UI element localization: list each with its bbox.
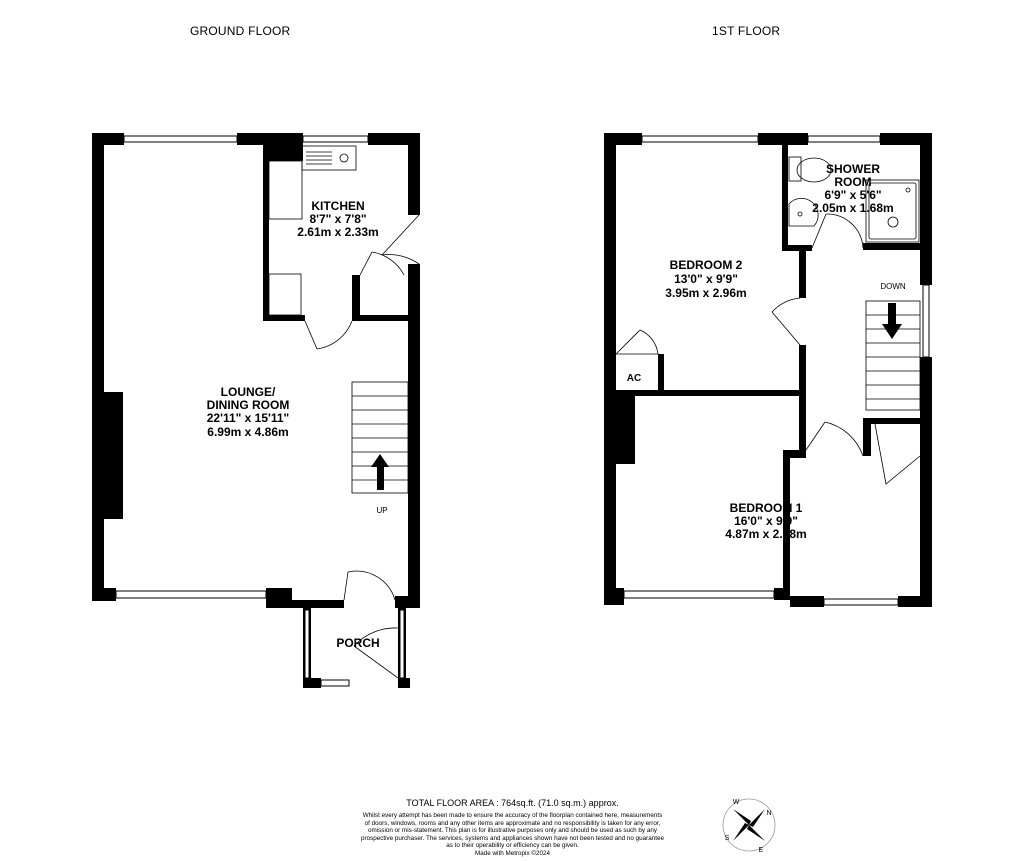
shower-metric: 2.05m x 1.68m bbox=[812, 201, 893, 215]
disclaimer: Whilst every attempt has been made to en… bbox=[330, 812, 695, 858]
bedroom1-label: BEDROOM 1 16'0" x 9'9" 4.87m x 2.98m bbox=[725, 501, 806, 541]
bedroom2-name: BEDROOM 2 bbox=[670, 258, 743, 272]
shower-name-line2: ROOM bbox=[834, 175, 871, 189]
compass-east: E bbox=[759, 847, 764, 854]
footer: TOTAL FLOOR AREA : 764sq.ft. (71.0 sq.m.… bbox=[330, 798, 695, 858]
floor-plan: KITCHEN 8'7" x 7'8" 2.61m x 2.33m LOUNGE… bbox=[92, 133, 932, 688]
compass-south: S bbox=[725, 835, 730, 842]
ground-floor-plan bbox=[92, 133, 420, 688]
disclaimer-line: as to their operability or efficiency ca… bbox=[446, 842, 579, 850]
compass-north: N bbox=[766, 810, 771, 817]
disclaimer-line: Whilst every attempt has been made to en… bbox=[362, 812, 663, 819]
first-floor-walls bbox=[604, 133, 932, 607]
airing-cupboard-label: AC bbox=[627, 373, 641, 384]
kitchen-metric: 2.61m x 2.33m bbox=[297, 225, 378, 239]
lounge-name-line1: LOUNGE/ bbox=[221, 385, 276, 399]
bedroom2-metric: 3.95m x 2.96m bbox=[665, 286, 746, 300]
shower-room-label: SHOWER ROOM 6'9" x 5'6" 2.05m x 1.68m bbox=[812, 162, 893, 215]
made-with-credit: Made with Metropix ©2024 bbox=[475, 849, 550, 857]
first-floor-doors bbox=[615, 213, 921, 588]
shower-name-line1: SHOWER bbox=[826, 162, 880, 176]
ground-floor-windows bbox=[115, 135, 405, 687]
lounge-imperial: 22'11" x 15'11" bbox=[207, 411, 290, 425]
stairs-up-label: UP bbox=[376, 506, 387, 515]
disclaimer-line: prospective purchaser. The services, sys… bbox=[360, 834, 665, 842]
kitchen-imperial: 8'7" x 7'8" bbox=[309, 212, 366, 226]
porch-name: PORCH bbox=[336, 636, 379, 650]
bedroom1-imperial: 16'0" x 9'9" bbox=[734, 514, 798, 528]
ground-floor-walls bbox=[92, 133, 420, 688]
disclaimer-line: of doors, windows, rooms and any other i… bbox=[364, 819, 661, 827]
bedroom2-label: BEDROOM 2 13'0" x 9'9" 3.95m x 2.96m bbox=[665, 258, 746, 300]
lounge-metric: 6.99m x 4.86m bbox=[207, 425, 288, 439]
kitchen-label: KITCHEN 8'7" x 7'8" 2.61m x 2.33m bbox=[297, 199, 378, 239]
lounge-name-line2: DINING ROOM bbox=[207, 398, 290, 412]
bedroom1-name: BEDROOM 1 bbox=[730, 501, 803, 515]
first-floor-plan bbox=[604, 133, 932, 607]
first-floor-windows bbox=[623, 135, 930, 606]
ground-floor-title: GROUND FLOOR bbox=[190, 24, 291, 38]
kitchen-name: KITCHEN bbox=[311, 199, 364, 213]
compass-west: W bbox=[733, 799, 740, 806]
ground-floor-doors bbox=[304, 214, 420, 679]
stairs-up-arrow-icon bbox=[371, 454, 389, 490]
bedroom2-imperial: 13'0" x 9'9" bbox=[674, 272, 738, 286]
stairs-down-label: DOWN bbox=[880, 282, 906, 291]
compass-icon: N E S W bbox=[722, 798, 776, 854]
bedroom1-metric: 4.87m x 2.98m bbox=[725, 527, 806, 541]
total-floor-area: TOTAL FLOOR AREA : 764sq.ft. (71.0 sq.m.… bbox=[406, 798, 619, 808]
kitchen-fittings bbox=[268, 145, 357, 316]
first-floor-title: 1ST FLOOR bbox=[712, 24, 781, 38]
disclaimer-line: omission or mis-statement. This plan is … bbox=[368, 827, 657, 835]
stairs-down-arrow-icon bbox=[882, 303, 902, 339]
shower-room-fittings bbox=[788, 156, 920, 243]
lounge-label: LOUNGE/ DINING ROOM 22'11" x 15'11" 6.99… bbox=[207, 385, 290, 439]
shower-imperial: 6'9" x 5'6" bbox=[824, 188, 881, 202]
